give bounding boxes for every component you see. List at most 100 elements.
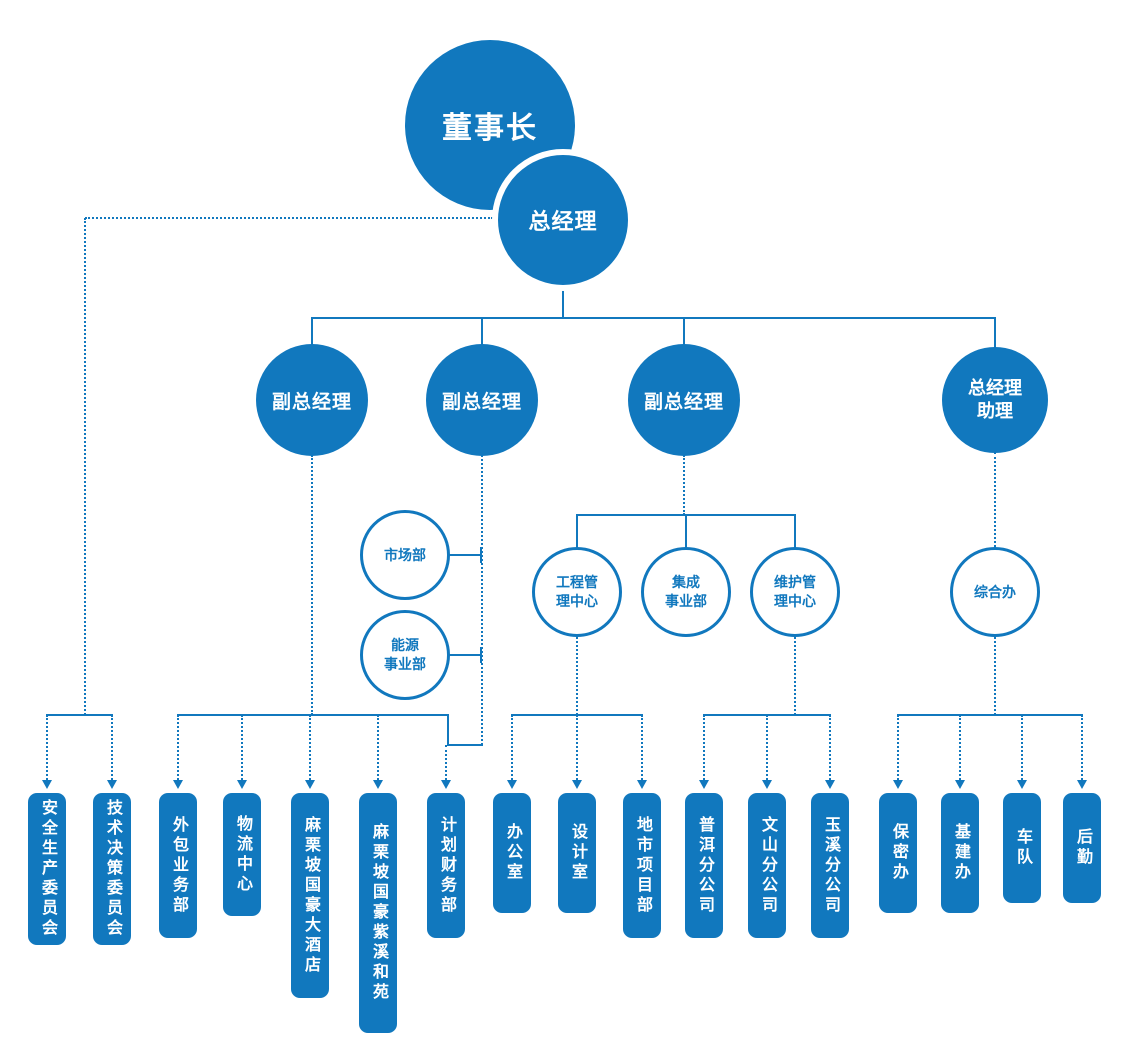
connector-energy-link: [447, 654, 481, 656]
unit-label: 物流中心: [234, 814, 251, 895]
dotted-drop-unit: [511, 715, 513, 780]
node-maintenance-center: 维护管 理中心: [750, 547, 840, 637]
arrow-down-icon: [762, 780, 772, 789]
unit-fleet: 车队: [1003, 793, 1041, 903]
unit-tech-decision-committee: 技术决策委员会: [93, 793, 131, 945]
connector-level2-bus: [311, 317, 996, 319]
arrow-down-icon: [1017, 780, 1027, 789]
node-gm-assistant: 总经理 助理: [942, 347, 1048, 453]
unit-logistics-center: 物流中心: [223, 793, 261, 916]
connector-vice1-up: [311, 318, 313, 346]
node-chairman-label: 董事长: [442, 112, 538, 145]
dotted-drop-unit: [309, 715, 311, 780]
arrow-down-icon: [373, 780, 383, 789]
node-gm-assistant-line2: 助理: [977, 401, 1013, 421]
node-maintenance-line2: 理中心: [774, 593, 816, 609]
unit-label: 计划财务部: [438, 815, 455, 916]
unit-label: 技术决策委员会: [104, 799, 121, 939]
unit-puer-branch: 普洱分公司: [685, 793, 723, 938]
arrow-down-icon: [507, 780, 517, 789]
dotted-drop-unit: [111, 715, 113, 780]
unit-wenshan-branch: 文山分公司: [748, 793, 786, 938]
dotted-drop-unit: [377, 715, 379, 780]
unit-label: 设计室: [569, 823, 586, 883]
connector-assistant-up: [994, 318, 996, 348]
node-vice-gm-2-label: 副总经理: [441, 391, 522, 413]
unit-outsourcing-dept: 外包业务部: [159, 793, 197, 938]
dotted-connector-vice2-drop: [481, 455, 483, 745]
dotted-connector-committees-drop: [84, 218, 86, 715]
node-integration-division: 集成 事业部: [641, 547, 731, 637]
node-energy-line2: 事业部: [384, 656, 426, 672]
unit-label: 普洱分公司: [696, 815, 713, 916]
arrow-down-icon: [637, 780, 647, 789]
dotted-connector-assistant-drop: [994, 452, 996, 547]
connector-market-link: [447, 554, 481, 556]
node-market-dept: 市场部: [360, 510, 450, 600]
connector-groupA-bus: [177, 714, 449, 716]
connector-planfin-corner-h: [447, 744, 483, 746]
unit-label: 外包业务部: [170, 815, 187, 916]
node-vice-gm-3-label: 副总经理: [643, 391, 724, 413]
unit-yuxi-branch: 玉溪分公司: [811, 793, 849, 938]
unit-office: 办公室: [493, 793, 531, 913]
unit-label: 麻栗坡国豪大酒店: [302, 815, 319, 976]
node-vice-gm-1: 副总经理: [256, 344, 368, 456]
connector-integration-up: [685, 515, 687, 548]
unit-label: 玉溪分公司: [822, 815, 839, 916]
dotted-drop-unit: [576, 715, 578, 780]
dotted-drop-unit: [46, 715, 48, 780]
unit-design-room: 设计室: [558, 793, 596, 913]
node-engineering-line2: 理中心: [556, 593, 598, 609]
node-vice-gm-1-label: 副总经理: [271, 391, 352, 413]
connector-vice3-up: [683, 318, 685, 346]
connector-energy-endcap: [480, 647, 482, 663]
node-integration-line2: 事业部: [665, 593, 707, 609]
unit-label: 基建办: [952, 823, 969, 883]
dotted-drop-unit: [829, 715, 831, 780]
arrow-down-icon: [237, 780, 247, 789]
unit-label: 地市项目部: [634, 815, 651, 916]
arrow-down-icon: [825, 780, 835, 789]
unit-label: 麻栗坡国豪紫溪和苑: [370, 823, 387, 1003]
dotted-connector-vice1-drop: [311, 455, 313, 715]
connector-gm-down: [562, 290, 564, 318]
arrow-down-icon: [441, 780, 451, 789]
connector-market-endcap: [480, 547, 482, 563]
unit-label: 车队: [1014, 828, 1031, 868]
dotted-drop-unit: [1081, 715, 1083, 780]
node-engineering-line1: 工程管: [556, 574, 598, 591]
dotted-drop-unit: [703, 715, 705, 780]
unit-rear-logistics: 后勤: [1063, 793, 1101, 903]
dotted-connector-maintenance-drop: [794, 637, 796, 715]
unit-label: 保密办: [890, 823, 907, 883]
node-integration-line1: 集成: [672, 574, 700, 591]
node-energy-line1: 能源: [391, 637, 419, 654]
node-gm-assistant-line1: 总经理: [968, 377, 1022, 398]
unit-zixi-heyuan: 麻栗坡国豪紫溪和苑: [359, 793, 397, 1033]
dotted-drop-unit: [1021, 715, 1023, 780]
unit-safety-committee: 安全生产委员会: [28, 793, 66, 945]
node-general-office-label: 综合办: [974, 583, 1016, 600]
dotted-connector-engineering-drop: [576, 637, 578, 715]
unit-city-project-dept: 地市项目部: [623, 793, 661, 938]
node-engineering-center: 工程管 理中心: [532, 547, 622, 637]
arrow-down-icon: [107, 780, 117, 789]
connector-engineering-up: [576, 515, 578, 548]
unit-label: 安全生产委员会: [39, 799, 56, 939]
unit-label: 办公室: [504, 823, 521, 883]
unit-planning-finance-dept: 计划财务部: [427, 793, 465, 938]
unit-infrastructure-office: 基建办: [941, 793, 979, 913]
connector-maintenance-up: [794, 515, 796, 548]
node-maintenance-line1: 维护管: [774, 574, 816, 591]
unit-label: 文山分公司: [759, 815, 776, 916]
arrow-down-icon: [893, 780, 903, 789]
dotted-drop-unit: [641, 715, 643, 780]
node-general-manager: 总经理: [492, 149, 634, 291]
unit-label: 后勤: [1074, 828, 1091, 868]
node-general-office: 综合办: [950, 547, 1040, 637]
connector-groupD-bus: [897, 714, 1083, 716]
dotted-connector-gm-to-committees: [85, 217, 493, 219]
node-energy-division: 能源 事业部: [360, 610, 450, 700]
